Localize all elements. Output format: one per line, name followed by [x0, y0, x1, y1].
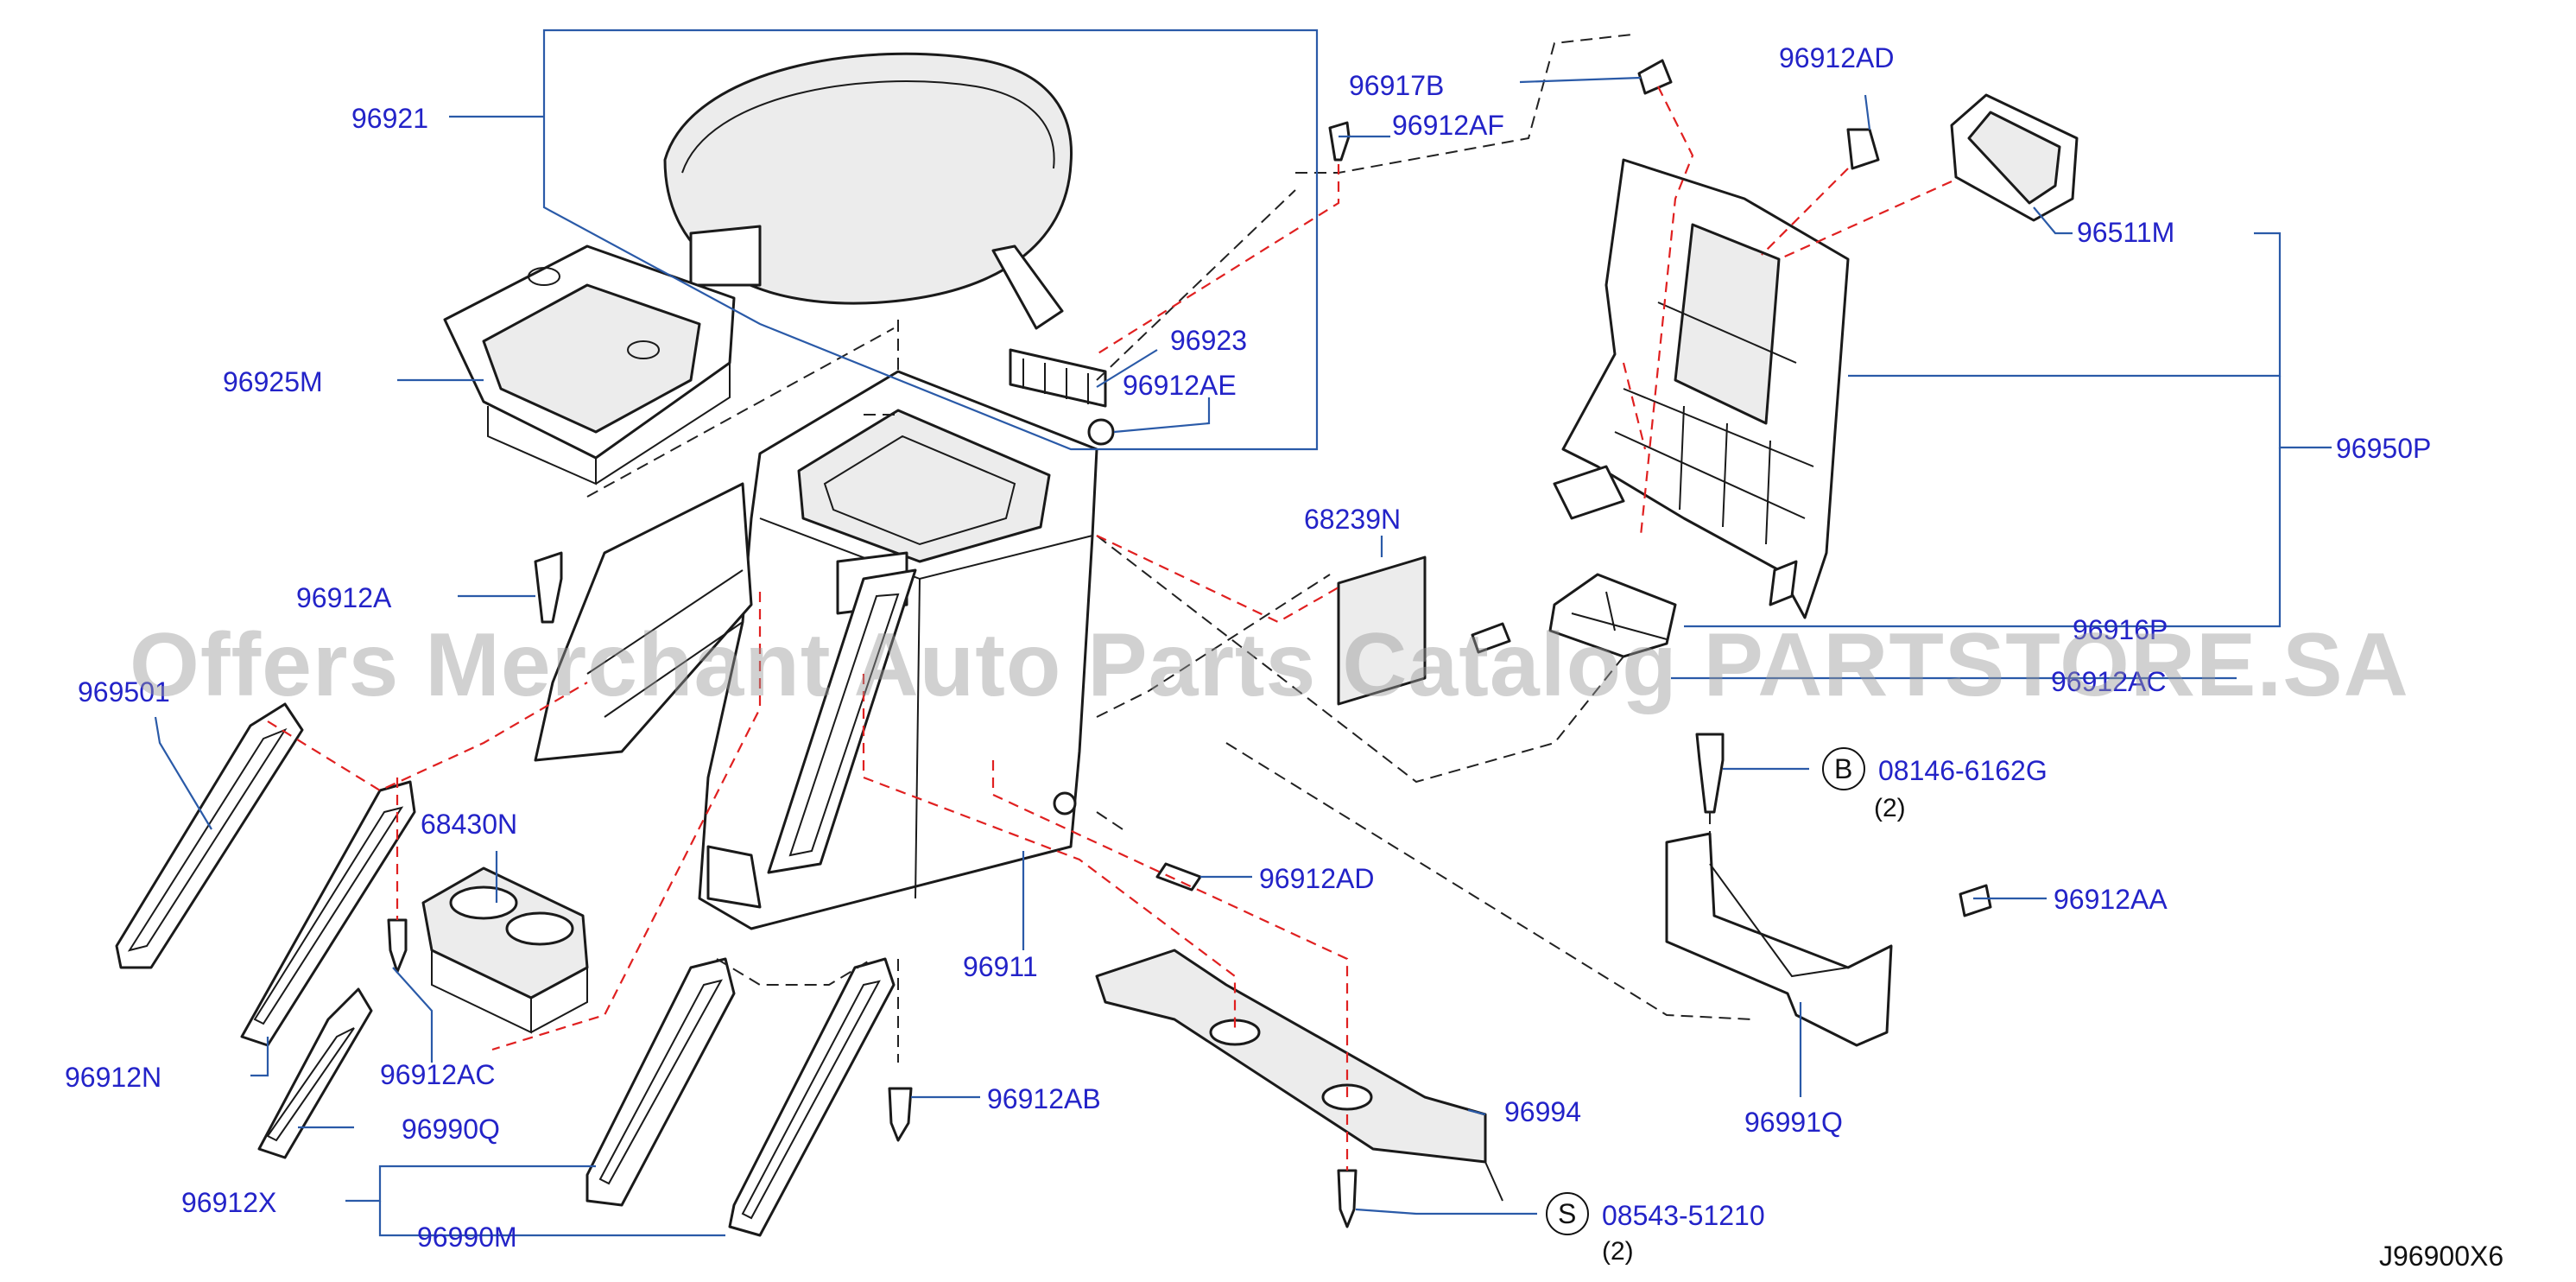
label-96912AC-left[interactable]: 96912AC: [380, 1059, 495, 1090]
armrest-lid-96921[interactable]: [663, 52, 1073, 330]
label-96994[interactable]: 96994: [1504, 1096, 1581, 1127]
leader-lines: [154, 29, 2332, 1237]
label-08543-51210[interactable]: 08543-51210: [1602, 1200, 1765, 1231]
tray-96511M[interactable]: [1950, 93, 2079, 222]
label-96990Q[interactable]: 96990Q: [402, 1114, 500, 1145]
label-96912AE[interactable]: 96912AE: [1123, 370, 1237, 401]
finisher-pair-96990M[interactable]: [585, 957, 896, 1237]
screw-icon: [534, 551, 563, 624]
side-strip-96912N[interactable]: [240, 780, 416, 1047]
label-96917B[interactable]: 96917B: [1349, 70, 1444, 101]
label-96912AA[interactable]: 96912AA: [2054, 884, 2168, 915]
label-68430N[interactable]: 68430N: [421, 809, 517, 840]
bracket-96991Q[interactable]: [1665, 832, 1893, 1047]
diagram-code: J96900X6: [2379, 1241, 2503, 1272]
qty-08146: (2): [1874, 794, 1906, 822]
screw-icon: [888, 1087, 913, 1142]
watermark: Offers Merchant Auto Parts Catalog PARTS…: [130, 615, 2409, 715]
lower-bracket-96916P[interactable]: [1548, 573, 1677, 658]
screw-icon: [1959, 884, 1992, 917]
label-96950F[interactable]: 969501: [78, 676, 170, 708]
label-96991Q[interactable]: 96991Q: [1744, 1107, 1843, 1138]
callout-b: B: [1834, 753, 1852, 784]
screw-icon: [1155, 862, 1202, 892]
screw-icon: [1337, 1169, 1358, 1228]
console-body-96911[interactable]: [534, 370, 1098, 930]
clip-icon: [1637, 59, 1673, 95]
label-96912AD-mid[interactable]: 96912AD: [1259, 863, 1374, 894]
label-96925M[interactable]: 96925M: [223, 366, 323, 397]
bolt-icon: [1695, 733, 1725, 814]
callout-s-circle: [1546, 1192, 1589, 1235]
label-96911[interactable]: 96911: [963, 951, 1038, 982]
side-strip-96950F[interactable]: [115, 702, 304, 969]
screw-icon: [1328, 121, 1351, 162]
assembly-lines: [267, 34, 1953, 1171]
label-96912A[interactable]: 96912A: [296, 582, 392, 613]
callout-s: S: [1558, 1198, 1576, 1229]
bezel-96990Q[interactable]: [257, 987, 373, 1159]
rear-panel-96950P[interactable]: [1553, 158, 1850, 619]
label-96912X[interactable]: 96912X: [181, 1187, 276, 1218]
storage-bin-96925M[interactable]: [443, 244, 736, 486]
pad-68239N[interactable]: [1337, 555, 1427, 706]
screw-icon: [1471, 622, 1511, 654]
qty-08543: (2): [1602, 1237, 1634, 1266]
callout-b-circle: [1822, 747, 1865, 790]
hinge-96923[interactable]: [1009, 348, 1115, 446]
label-96912AB[interactable]: 96912AB: [987, 1083, 1101, 1114]
label-96912N[interactable]: 96912N: [65, 1062, 161, 1093]
label-96916P[interactable]: 96916P: [2073, 614, 2168, 645]
part-labels: 96921 96917B 96912AF 96912AD 96511M 9692…: [65, 42, 2503, 1272]
label-08146-6162G[interactable]: 08146-6162G: [1878, 755, 2048, 786]
label-96950P[interactable]: 96950P: [2336, 433, 2431, 464]
label-96912AF[interactable]: 96912AF: [1392, 110, 1504, 141]
cup-holder-68430N[interactable]: [421, 866, 589, 1034]
fasteners: [387, 59, 1992, 1228]
label-96921[interactable]: 96921: [351, 103, 428, 134]
label-96923[interactable]: 96923: [1170, 325, 1247, 356]
label-68239N[interactable]: 68239N: [1304, 504, 1401, 535]
label-96912AD-top[interactable]: 96912AD: [1779, 42, 1894, 73]
label-96511M[interactable]: 96511M: [2077, 217, 2174, 248]
label-96912AC-right[interactable]: 96912AC: [2051, 666, 2166, 697]
clip-icon: [1846, 128, 1880, 170]
screw-icon: [387, 918, 408, 974]
bracket-96994[interactable]: [1095, 949, 1503, 1202]
label-96990M[interactable]: 96990M: [417, 1222, 517, 1253]
